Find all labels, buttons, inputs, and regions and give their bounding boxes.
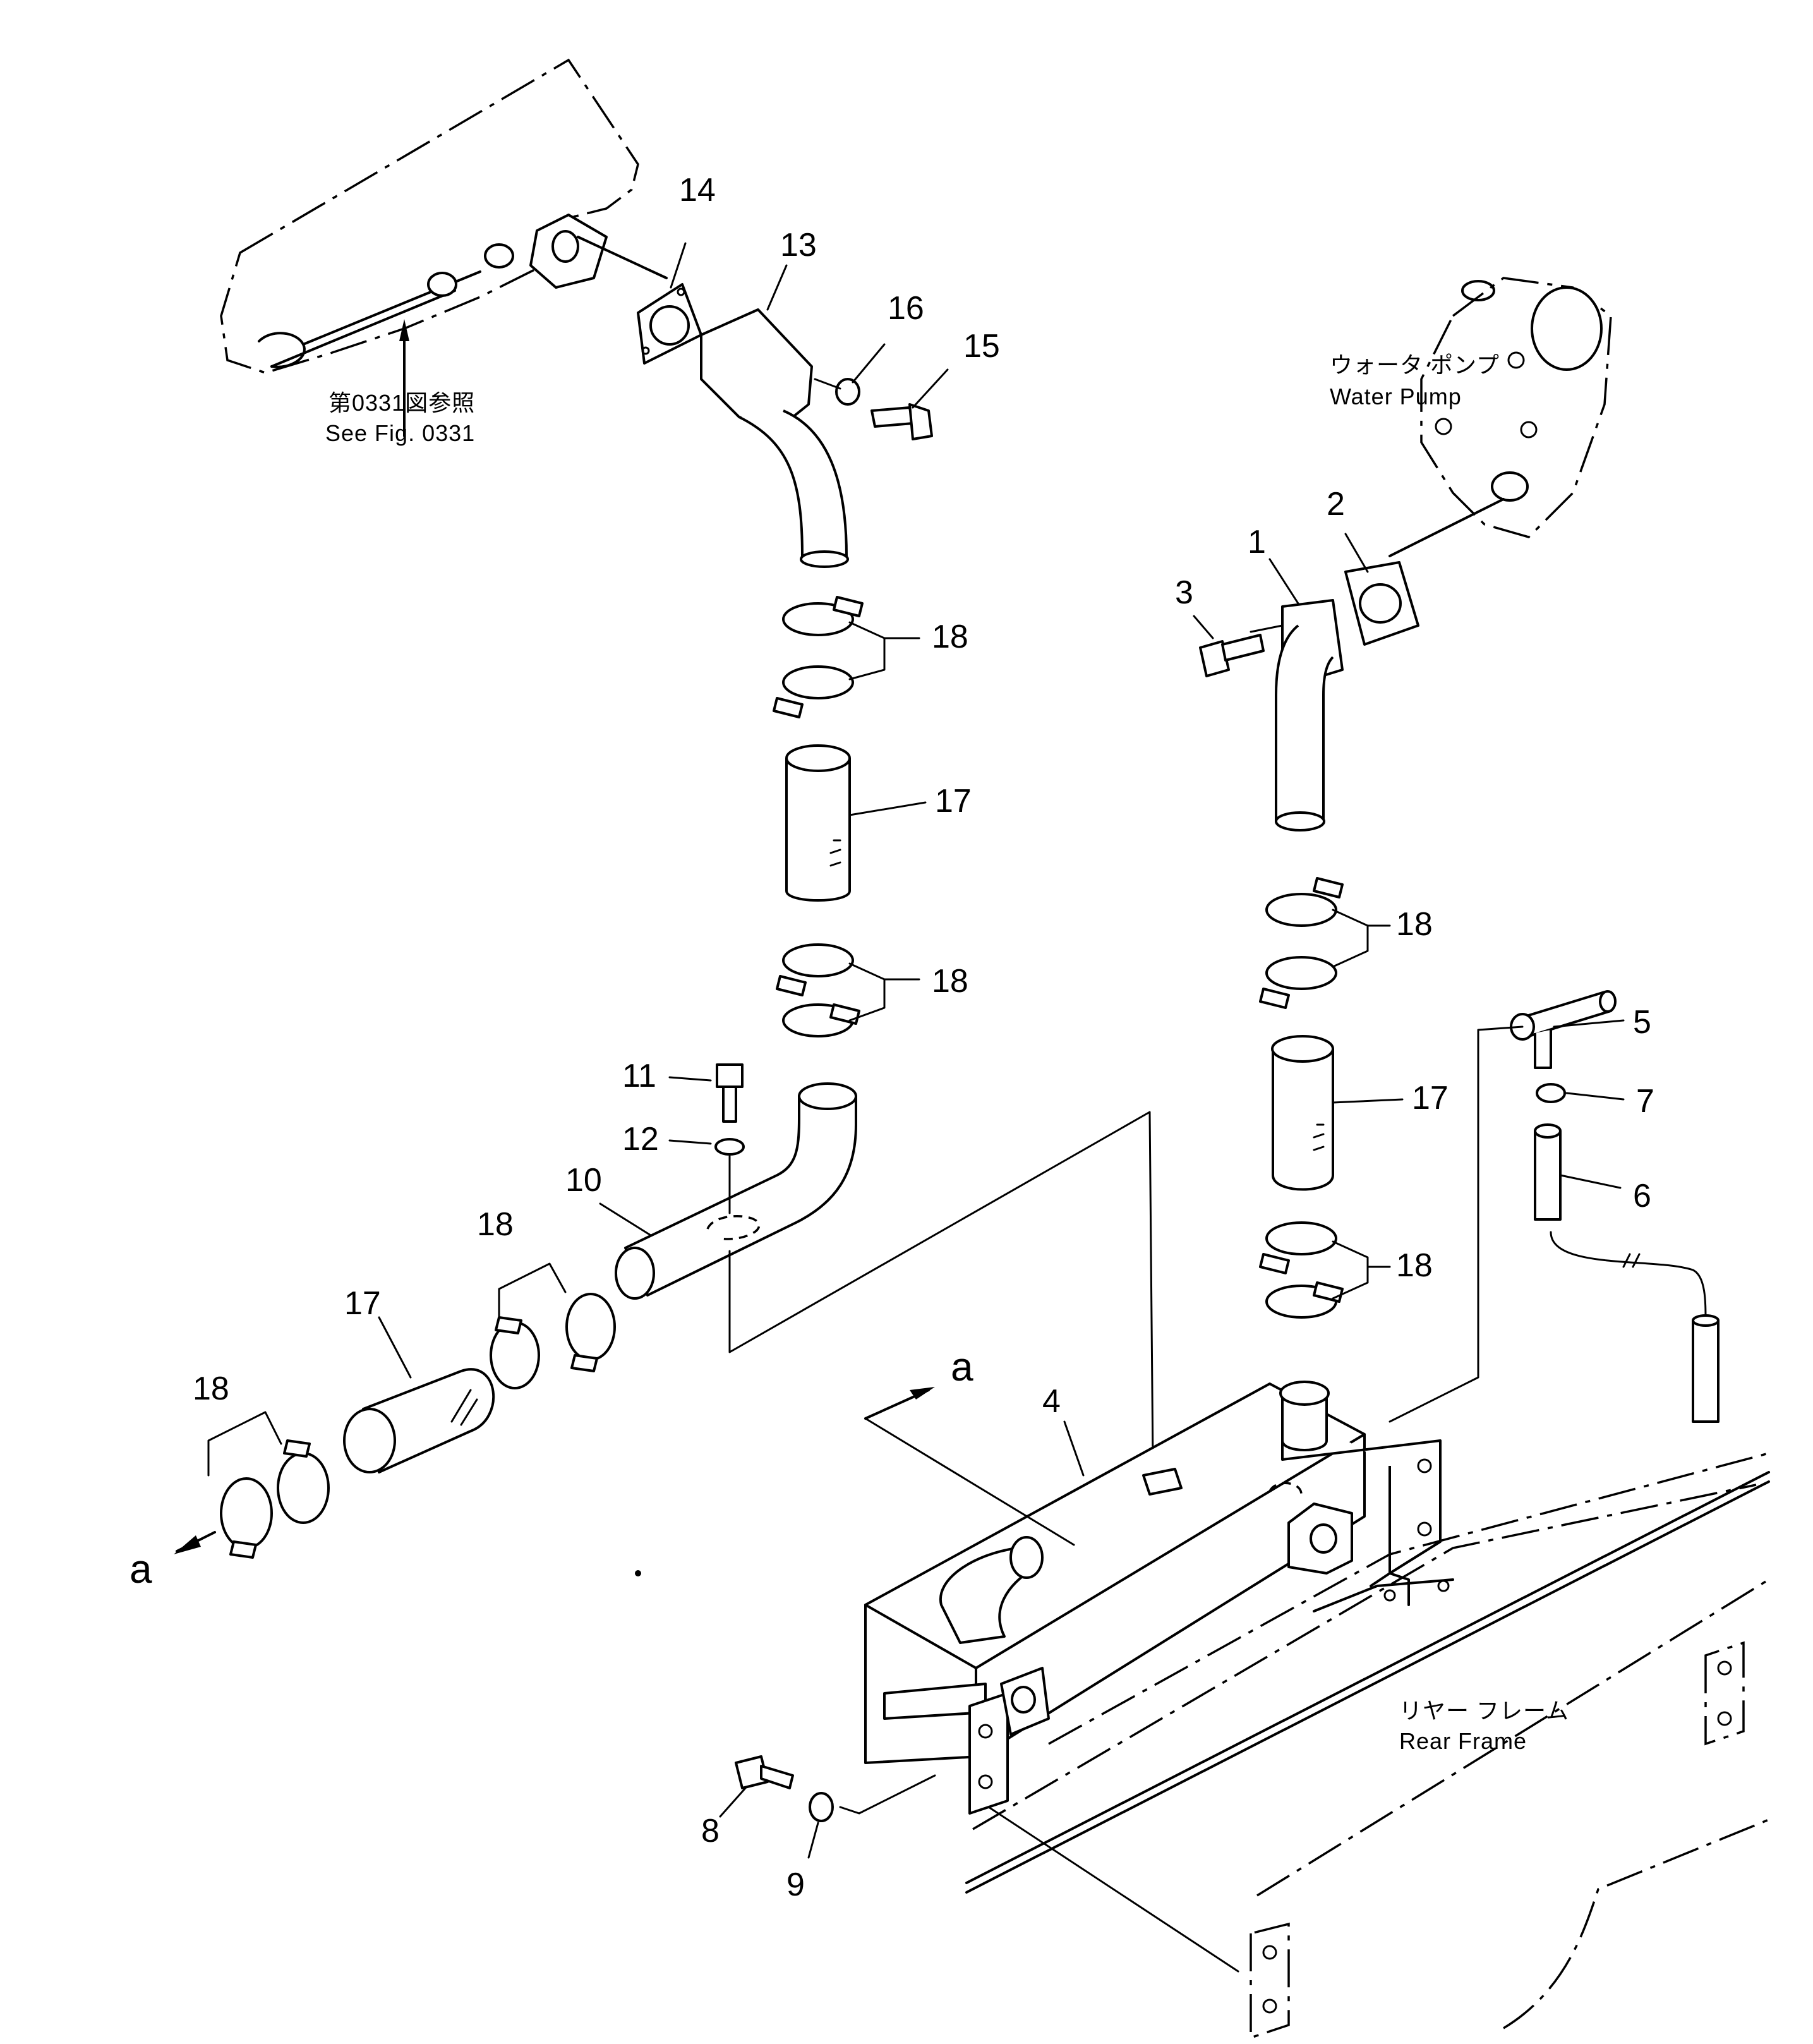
clamp-pair-upper-right (1259, 877, 1344, 1009)
clamp-pair-upper-left (773, 596, 864, 718)
callout-14: 14 (679, 172, 716, 209)
callout-17c: 17 (1412, 1080, 1449, 1116)
elbow-pipe-13 (700, 308, 849, 568)
callout-18d: 18 (193, 1370, 229, 1407)
see-fig-jp-label: 第0331図参照 (328, 390, 475, 416)
callout-12: 12 (622, 1121, 659, 1158)
callout-4: 4 (1042, 1383, 1061, 1420)
hose-17-upper (785, 744, 851, 902)
water-pump (1388, 277, 1612, 557)
stray-dot (635, 1570, 641, 1576)
bolt-8 (735, 1755, 794, 1789)
view-a-right-label: a (951, 1344, 973, 1389)
clamp-pair-lower-mid (490, 1293, 616, 1389)
tube-6-end (1692, 1314, 1720, 1423)
callout-2: 2 (1327, 486, 1345, 523)
flange-pipe-1 (1275, 599, 1344, 832)
callout-18f: 18 (1396, 1247, 1433, 1284)
callout-7: 7 (1636, 1083, 1654, 1120)
callout-18c: 18 (477, 1206, 514, 1243)
bolt-15 (870, 403, 933, 440)
gasket-14 (637, 283, 702, 365)
callout-10: 10 (565, 1162, 602, 1199)
hose-17-lower (343, 1368, 495, 1473)
callout-18b: 18 (932, 963, 968, 1000)
rear-frame (965, 1452, 1770, 2040)
engine-block (220, 58, 668, 437)
hose-17-right (1271, 1035, 1334, 1191)
bolt-3 (1199, 634, 1265, 677)
clip-7 (1536, 1083, 1566, 1103)
callout-18a: 18 (932, 619, 968, 655)
bolt-11 (716, 1063, 744, 1123)
water-pump-en-label: Water Pump (1330, 384, 1462, 409)
callout-18e: 18 (1396, 906, 1433, 943)
callout-16: 16 (888, 290, 924, 327)
callout-17a: 17 (935, 783, 972, 819)
callout-1: 1 (1248, 524, 1266, 560)
rear-frame-jp-label: リヤー フレーム (1399, 1698, 1569, 1724)
see-fig-en-label: See Fig. 0331 (325, 420, 475, 446)
rear-frame-en-label: Rear Frame (1399, 1728, 1527, 1754)
washer-16 (835, 378, 860, 406)
clamp-pair-lower-left (220, 1439, 330, 1559)
clamp-pair-mid-left (776, 943, 860, 1037)
water-pump-jp-label: ウォータ ポンプ (1330, 352, 1500, 378)
tee-fitting-5 (1510, 990, 1617, 1069)
callout-17b: 17 (344, 1285, 381, 1322)
callout-13: 13 (780, 227, 817, 263)
surge-tank-4 (864, 1381, 1442, 1815)
callout-3: 3 (1175, 574, 1193, 611)
callout-9: 9 (786, 1866, 805, 1903)
clamp-pair-mid-right (1259, 1221, 1344, 1319)
washer-12 (714, 1138, 745, 1156)
callout-6: 6 (1633, 1178, 1651, 1214)
callout-5: 5 (1633, 1004, 1651, 1041)
callout-15: 15 (963, 328, 1000, 365)
tube-6 (1534, 1123, 1562, 1221)
callout-11: 11 (622, 1058, 656, 1094)
l-pipe-10 (615, 1082, 857, 1300)
view-a-left-label: a (130, 1546, 152, 1592)
washer-9 (809, 1792, 834, 1822)
callout-8: 8 (701, 1813, 720, 1849)
gasket-2 (1344, 561, 1419, 646)
